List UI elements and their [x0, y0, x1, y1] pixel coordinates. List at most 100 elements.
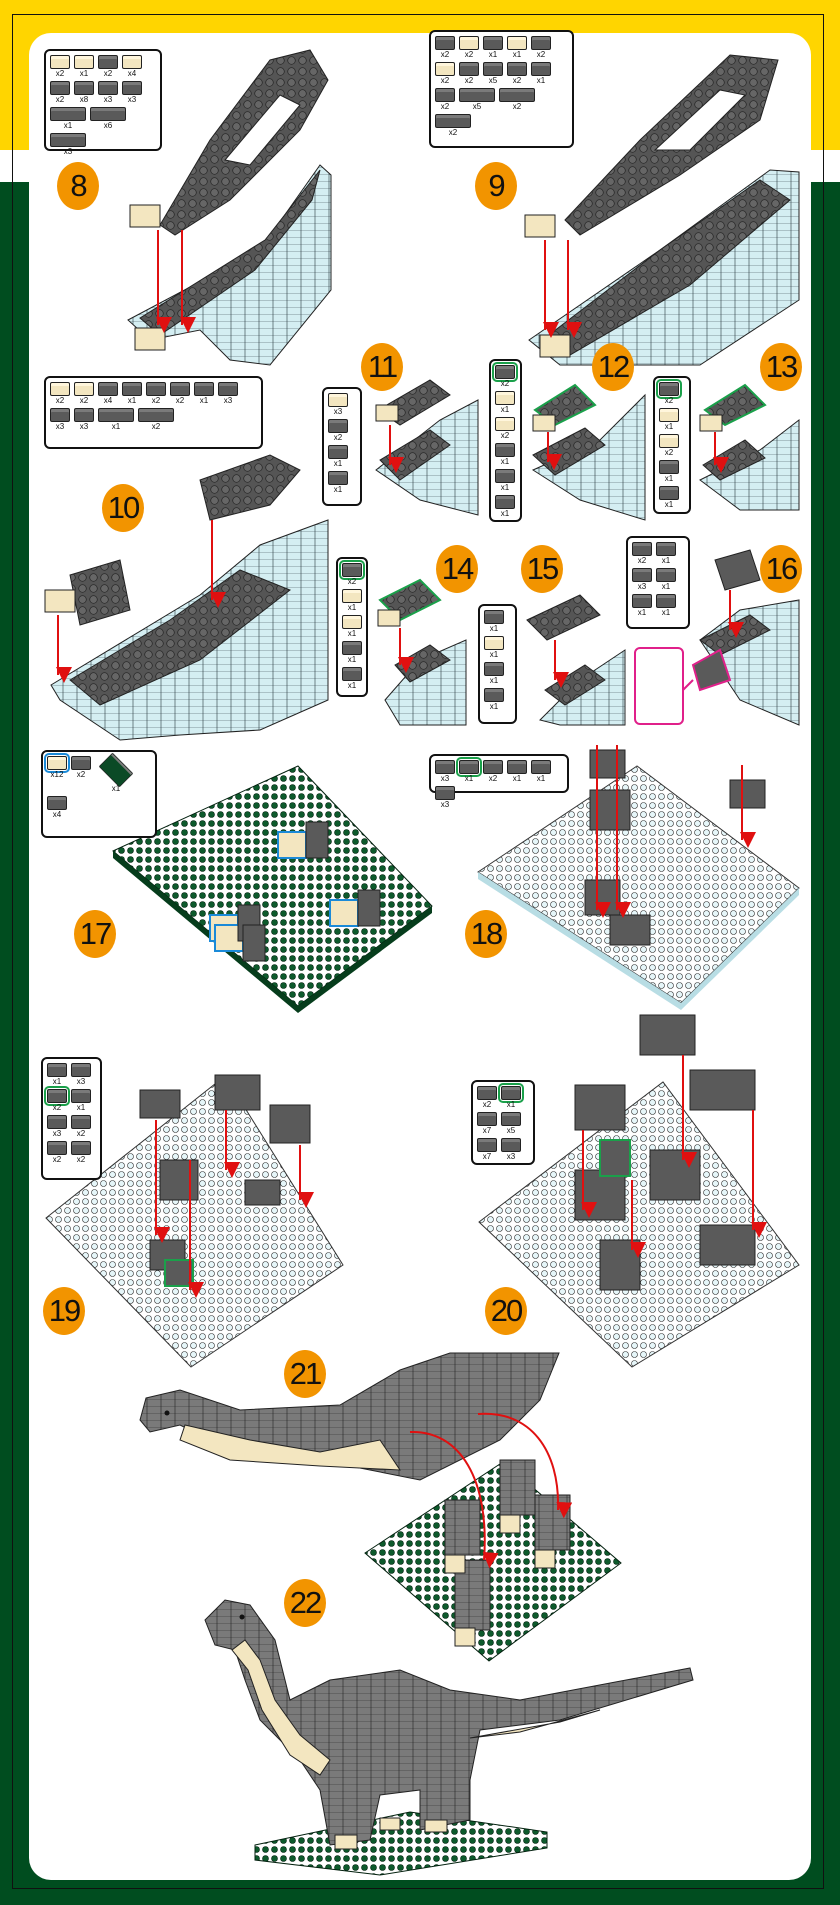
part-item: x8 — [74, 81, 94, 105]
part-item: x2 — [492, 362, 518, 389]
brick-icon — [483, 36, 503, 50]
part-count: x2 — [440, 50, 450, 59]
part-item: x1 — [656, 594, 676, 618]
part-count: x2 — [55, 69, 65, 78]
brick-icon — [495, 469, 515, 483]
brick-icon — [71, 1141, 91, 1155]
brick-icon — [656, 594, 676, 608]
part-count: x3 — [223, 396, 233, 405]
brick-icon — [71, 1089, 91, 1103]
part-item: x3 — [435, 760, 455, 784]
part-item: x3 — [328, 393, 348, 417]
brick-icon — [501, 1112, 521, 1126]
brick-icon — [50, 55, 70, 69]
brick-icon — [342, 641, 362, 655]
part-item: x2 — [435, 88, 455, 112]
brick-icon — [98, 81, 118, 95]
brick-icon — [435, 36, 455, 50]
part-count: x1 — [489, 650, 499, 659]
step-21-assembly — [139, 1352, 622, 1662]
part-item: x2 — [146, 382, 166, 406]
brick-icon — [90, 107, 126, 121]
brick-icon — [435, 88, 455, 102]
part-item: x1 — [531, 760, 551, 784]
brick-icon — [632, 594, 652, 608]
part-item: x1 — [484, 636, 504, 660]
step-number-19: 19 — [43, 1287, 85, 1335]
part-count: x3 — [76, 1077, 86, 1086]
step-8-model — [127, 49, 332, 366]
brick-icon — [507, 62, 527, 76]
part-item: x2 — [339, 560, 365, 587]
step-16-model — [682, 549, 800, 726]
brick-icon — [71, 756, 91, 770]
brick-icon — [122, 55, 142, 69]
part-count: x2 — [448, 128, 458, 137]
step-11-model — [375, 379, 479, 516]
part-count: x8 — [79, 95, 89, 104]
part-item: x3 — [74, 408, 94, 432]
step-19-baseplate — [45, 1074, 344, 1368]
part-item: x2 — [328, 419, 348, 443]
brick-icon — [194, 382, 214, 396]
step-number-17: 17 — [74, 910, 116, 958]
part-item: x5 — [483, 62, 503, 86]
brick-icon — [492, 362, 518, 382]
part-count: x3 — [333, 407, 343, 416]
part-item: x2 — [44, 1086, 70, 1113]
part-count: x2 — [151, 396, 161, 405]
part-item: x1 — [484, 662, 504, 686]
part-count: x2 — [464, 50, 474, 59]
brick-icon — [531, 760, 551, 774]
brick-icon — [499, 88, 535, 102]
part-item: x7 — [477, 1138, 497, 1162]
part-item: x2 — [632, 542, 652, 566]
part-count: x1 — [664, 422, 674, 431]
brick-icon — [47, 1115, 67, 1129]
brick-icon — [47, 1141, 67, 1155]
part-item: x1 — [659, 460, 679, 484]
brick-icon — [50, 107, 86, 121]
part-count: x2 — [500, 431, 510, 440]
step-number-16: 16 — [760, 545, 802, 593]
brick-icon — [44, 753, 70, 773]
part-item: x2 — [98, 55, 118, 79]
brick-icon — [484, 636, 504, 650]
brick-icon — [435, 114, 471, 128]
brick-icon — [122, 81, 142, 95]
part-count: x1 — [506, 1100, 516, 1109]
brick-icon — [477, 1086, 497, 1100]
part-item: x3 — [47, 1115, 67, 1139]
brick-icon — [435, 62, 455, 76]
brick-icon — [71, 1063, 91, 1077]
part-count: x2 — [76, 1129, 86, 1138]
part-item: x1 — [495, 495, 515, 519]
step-20-baseplate — [478, 1014, 800, 1368]
part-count: x2 — [347, 577, 357, 586]
part-count: x2 — [482, 1100, 492, 1109]
brick-icon — [498, 1083, 524, 1103]
part-item: x2 — [170, 382, 190, 406]
brick-icon — [71, 1115, 91, 1129]
part-item: x2 — [50, 382, 70, 406]
step-number-11: 11 — [361, 343, 403, 391]
part-item: x3 — [98, 81, 118, 105]
part-item: x1 — [74, 55, 94, 79]
brick-icon — [501, 1138, 521, 1152]
step-number-20: 20 — [485, 1287, 527, 1335]
brick-icon — [328, 471, 348, 485]
part-count: x1 — [664, 474, 674, 483]
brick-icon — [459, 36, 479, 50]
step-18-baseplate — [477, 745, 800, 1010]
part-item: x4 — [122, 55, 142, 79]
part-count: x1 — [347, 629, 357, 638]
part-item: x2 — [71, 1141, 91, 1165]
part-count: x3 — [52, 1129, 62, 1138]
brick-icon — [98, 382, 118, 396]
part-count: x1 — [199, 396, 209, 405]
part-count: x2 — [52, 1155, 62, 1164]
part-item: x1 — [484, 688, 504, 712]
